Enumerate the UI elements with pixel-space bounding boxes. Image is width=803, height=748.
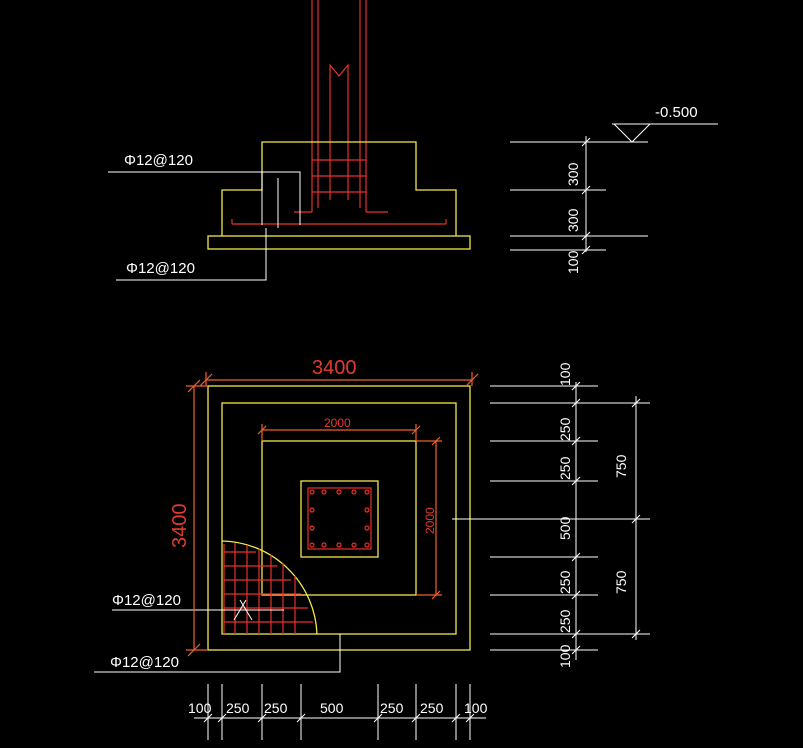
section-rebar-top-label: Φ12@120 [124, 152, 193, 169]
right-dim-7: 100 [557, 644, 573, 668]
plan-rebar-label-1: Φ12@120 [112, 592, 181, 609]
bottom-dim-5: 250 [380, 700, 404, 716]
bottom-dim-3: 250 [264, 700, 288, 716]
bottom-dim-7: 100 [464, 700, 488, 716]
footing-section: Φ12@120 Φ12@120 [108, 0, 471, 281]
bottom-dim-1: 100 [188, 700, 212, 716]
bottom-dim-2: 250 [226, 700, 250, 716]
bottom-dim-4: 500 [320, 700, 344, 716]
right-dim-4: 500 [557, 516, 573, 540]
elevation-label: -0.500 [655, 104, 698, 121]
section-dim-2: 300 [565, 208, 581, 232]
footing-plan: Φ12@120 Φ12@120 [94, 385, 650, 673]
inner-width-label: 2000 [324, 416, 351, 430]
right-dim-5: 250 [557, 570, 573, 594]
column-bars [309, 489, 370, 548]
plan-rebar-label-2: Φ12@120 [110, 654, 179, 671]
bottom-dim-6: 250 [420, 700, 444, 716]
right-dim-2: 250 [557, 417, 573, 441]
right-dim-outer-2: 750 [613, 570, 629, 594]
base-rebar-grid [223, 543, 313, 634]
plan-overall-dimensions: 3400 3400 2000 2000 [169, 357, 479, 657]
right-dim-3: 250 [557, 456, 573, 480]
elevation-mark: -0.500 [510, 104, 718, 143]
plan-right-dimensions: 100 250 250 500 250 250 100 750 750 [490, 362, 650, 668]
section-dimensions: 300 300 100 [510, 136, 648, 274]
bottom-dim-ticks [203, 713, 475, 723]
section-dim-1: 300 [565, 162, 581, 186]
right-dim-6: 250 [557, 609, 573, 633]
right-dim-1: 100 [557, 362, 573, 386]
section-dim-3: 100 [565, 250, 581, 274]
overall-height-label: 3400 [169, 504, 191, 549]
plan-bottom-dimensions: 100 250 250 500 250 250 100 [188, 684, 488, 740]
right-dim-outer-1: 750 [613, 454, 629, 478]
inner-height-label: 2000 [423, 507, 437, 534]
right-dim-ticks [571, 381, 641, 655]
overall-width-label: 3400 [312, 357, 357, 379]
section-rebar-bottom-label: Φ12@120 [126, 260, 195, 277]
